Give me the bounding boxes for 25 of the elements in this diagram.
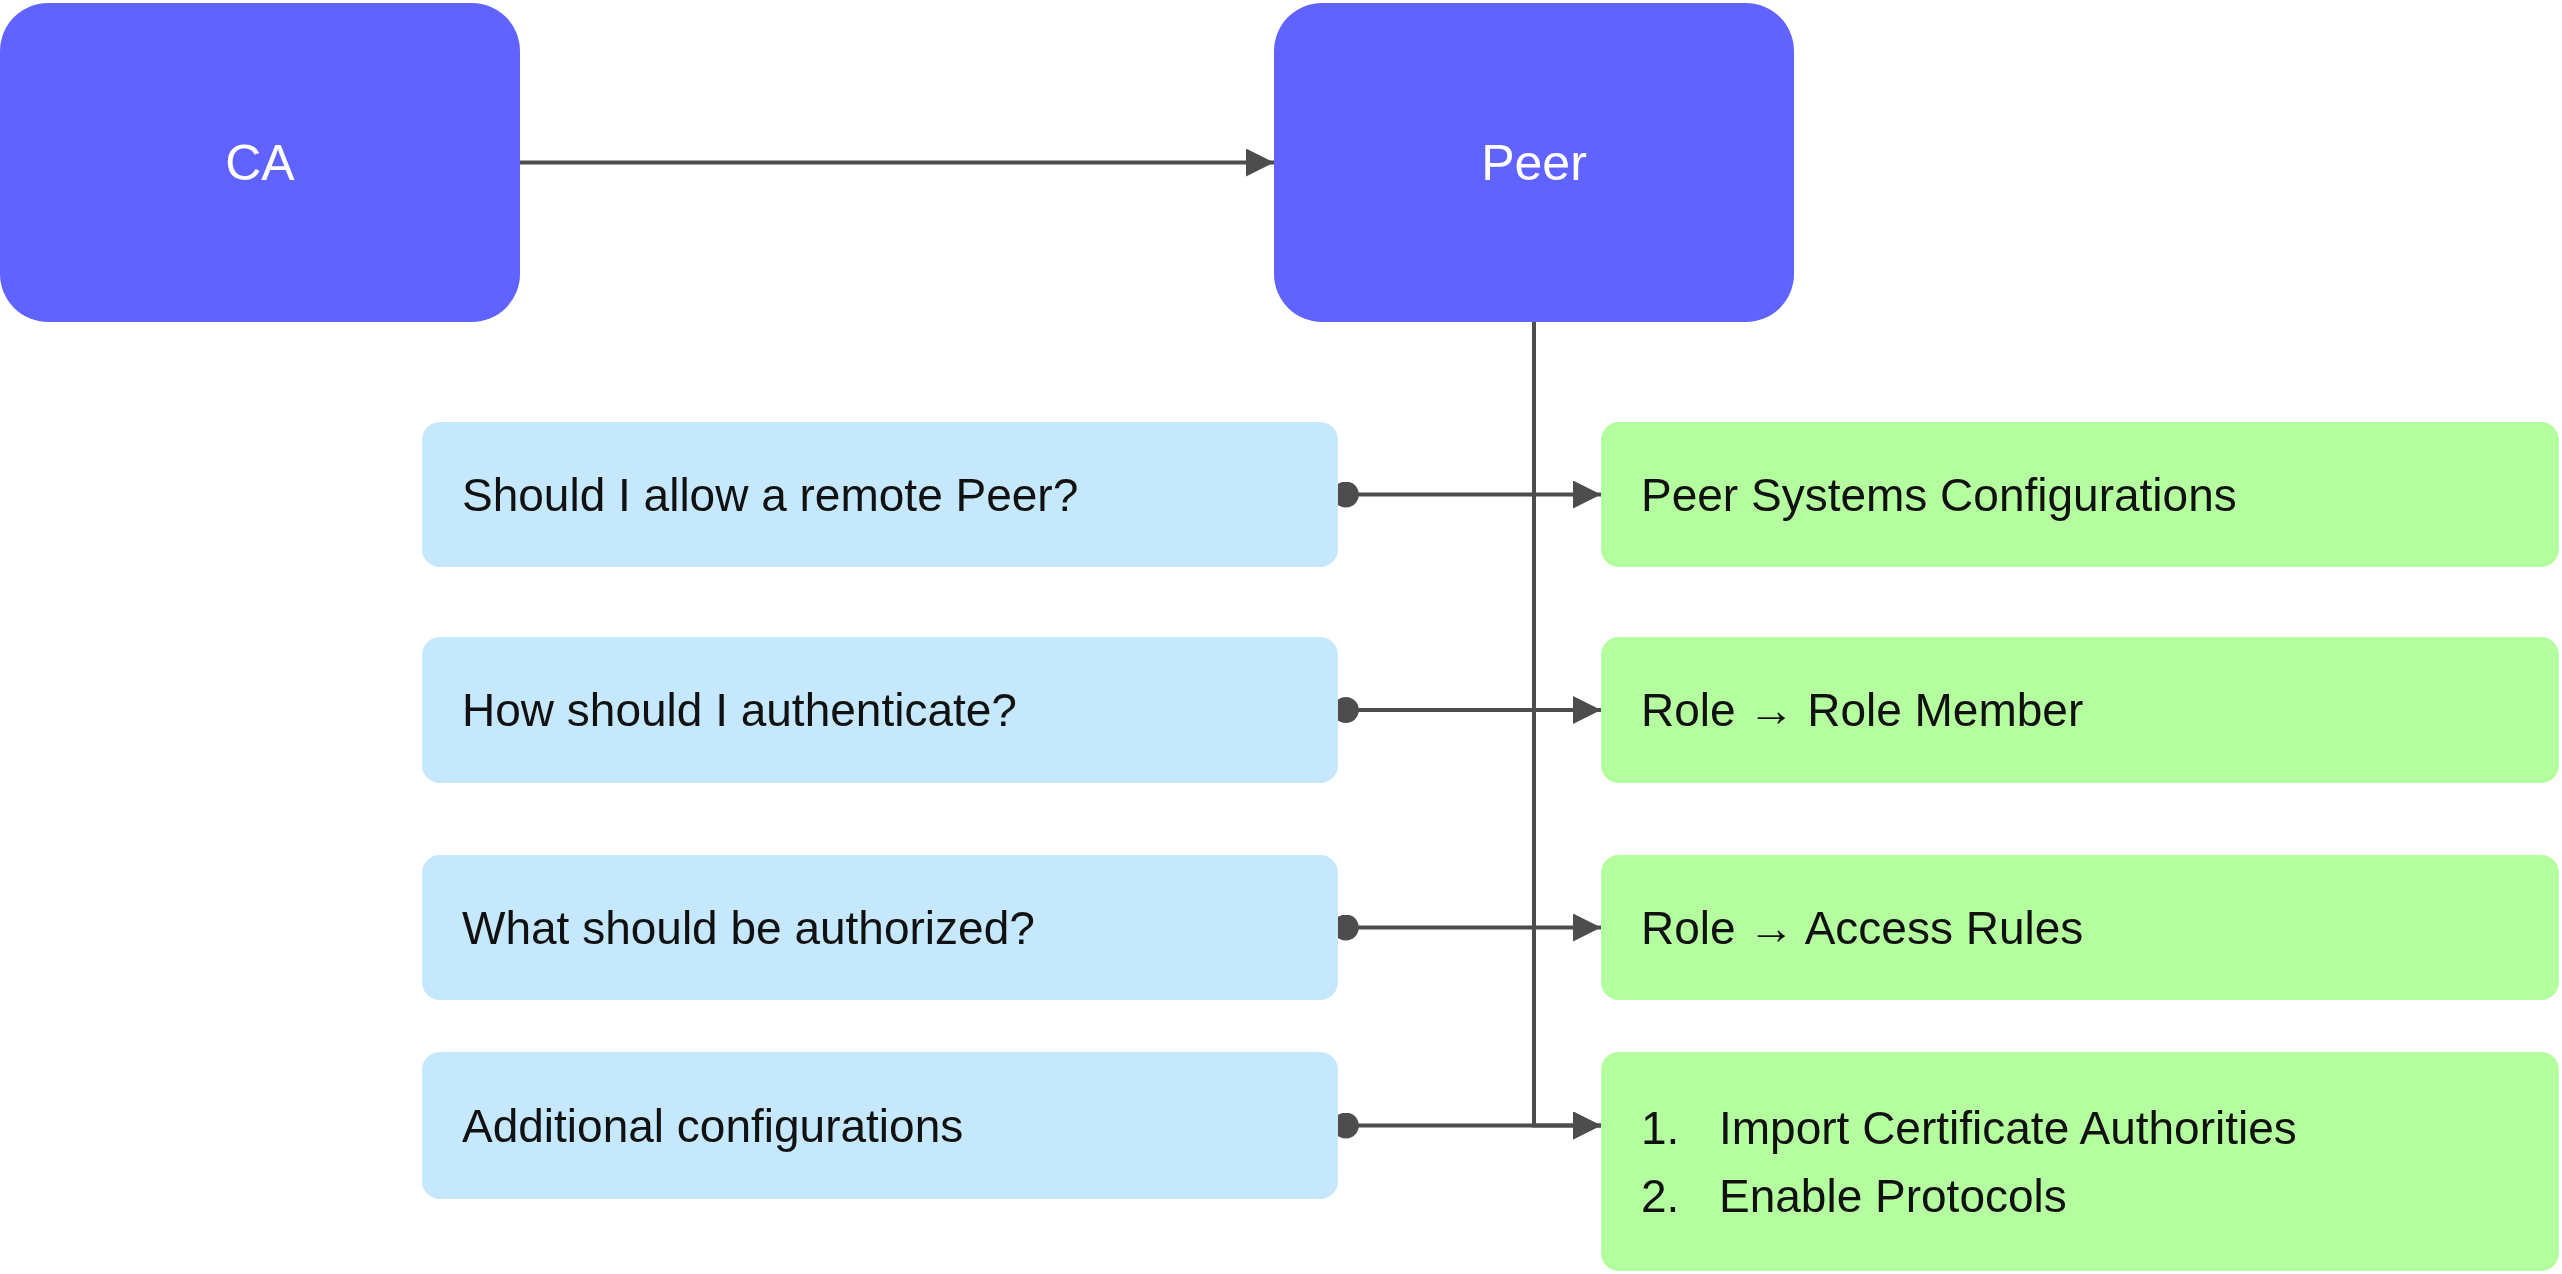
question-box xyxy=(422,1052,1338,1199)
list-item: Import Certificate Authorities xyxy=(1719,1100,2297,1155)
list-number: 1. xyxy=(1641,1100,1681,1155)
entity-box xyxy=(1274,3,1794,322)
list-number: 2. xyxy=(1641,1168,1681,1223)
box-label: Role → Access Rules xyxy=(1641,900,2084,955)
answer-box xyxy=(1601,1052,2559,1271)
answer-box xyxy=(1601,637,2559,783)
box-label: CA xyxy=(225,133,295,192)
box-label: What should be authorized? xyxy=(462,900,1035,955)
question-box xyxy=(422,855,1338,1000)
question-box xyxy=(422,637,1338,783)
box-label: Additional configurations xyxy=(462,1098,964,1153)
answer-box xyxy=(1601,855,2559,1000)
list-item: Enable Protocols xyxy=(1719,1168,2068,1223)
box-label: Peer Systems Configurations xyxy=(1641,467,2237,522)
entity-box xyxy=(0,3,520,322)
box-label: How should I authenticate? xyxy=(462,683,1017,737)
question-box xyxy=(422,422,1338,567)
answer-box xyxy=(1601,422,2559,567)
box-label: Peer xyxy=(1481,133,1587,192)
arrow xyxy=(520,148,1274,177)
arrow xyxy=(1532,322,1601,1140)
box-label: Role → Role Member xyxy=(1641,683,2084,737)
box-label: Should I allow a remote Peer? xyxy=(462,467,1079,522)
